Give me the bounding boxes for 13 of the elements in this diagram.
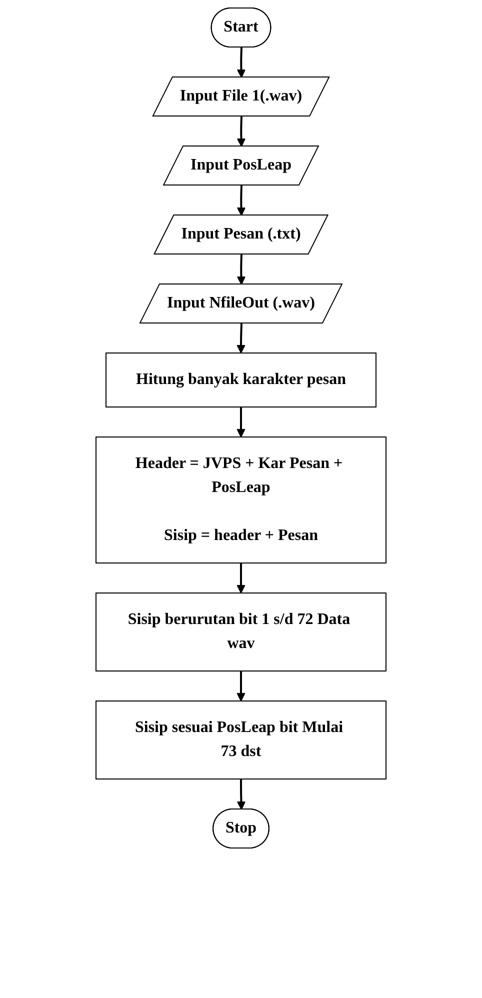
arrow xyxy=(236,185,246,216)
arrow xyxy=(236,563,246,594)
node-box: Hitung banyak karakter pesan xyxy=(106,352,376,408)
arrow xyxy=(236,323,246,354)
node-box: Header = JVPS + Kar Pesan + PosLeap Sisip = header + Pesan xyxy=(96,436,386,564)
node-box: Sisip berurutan bit 1 s/d 72 Data wav xyxy=(96,592,386,672)
arrow xyxy=(236,407,246,438)
arrow xyxy=(236,671,246,702)
arrow xyxy=(236,47,246,78)
arrow xyxy=(236,779,246,810)
node-box: Sisip sesuai PosLeap bit Mulai 73 dst xyxy=(96,700,386,780)
arrow xyxy=(236,254,246,285)
arrow xyxy=(236,116,246,147)
